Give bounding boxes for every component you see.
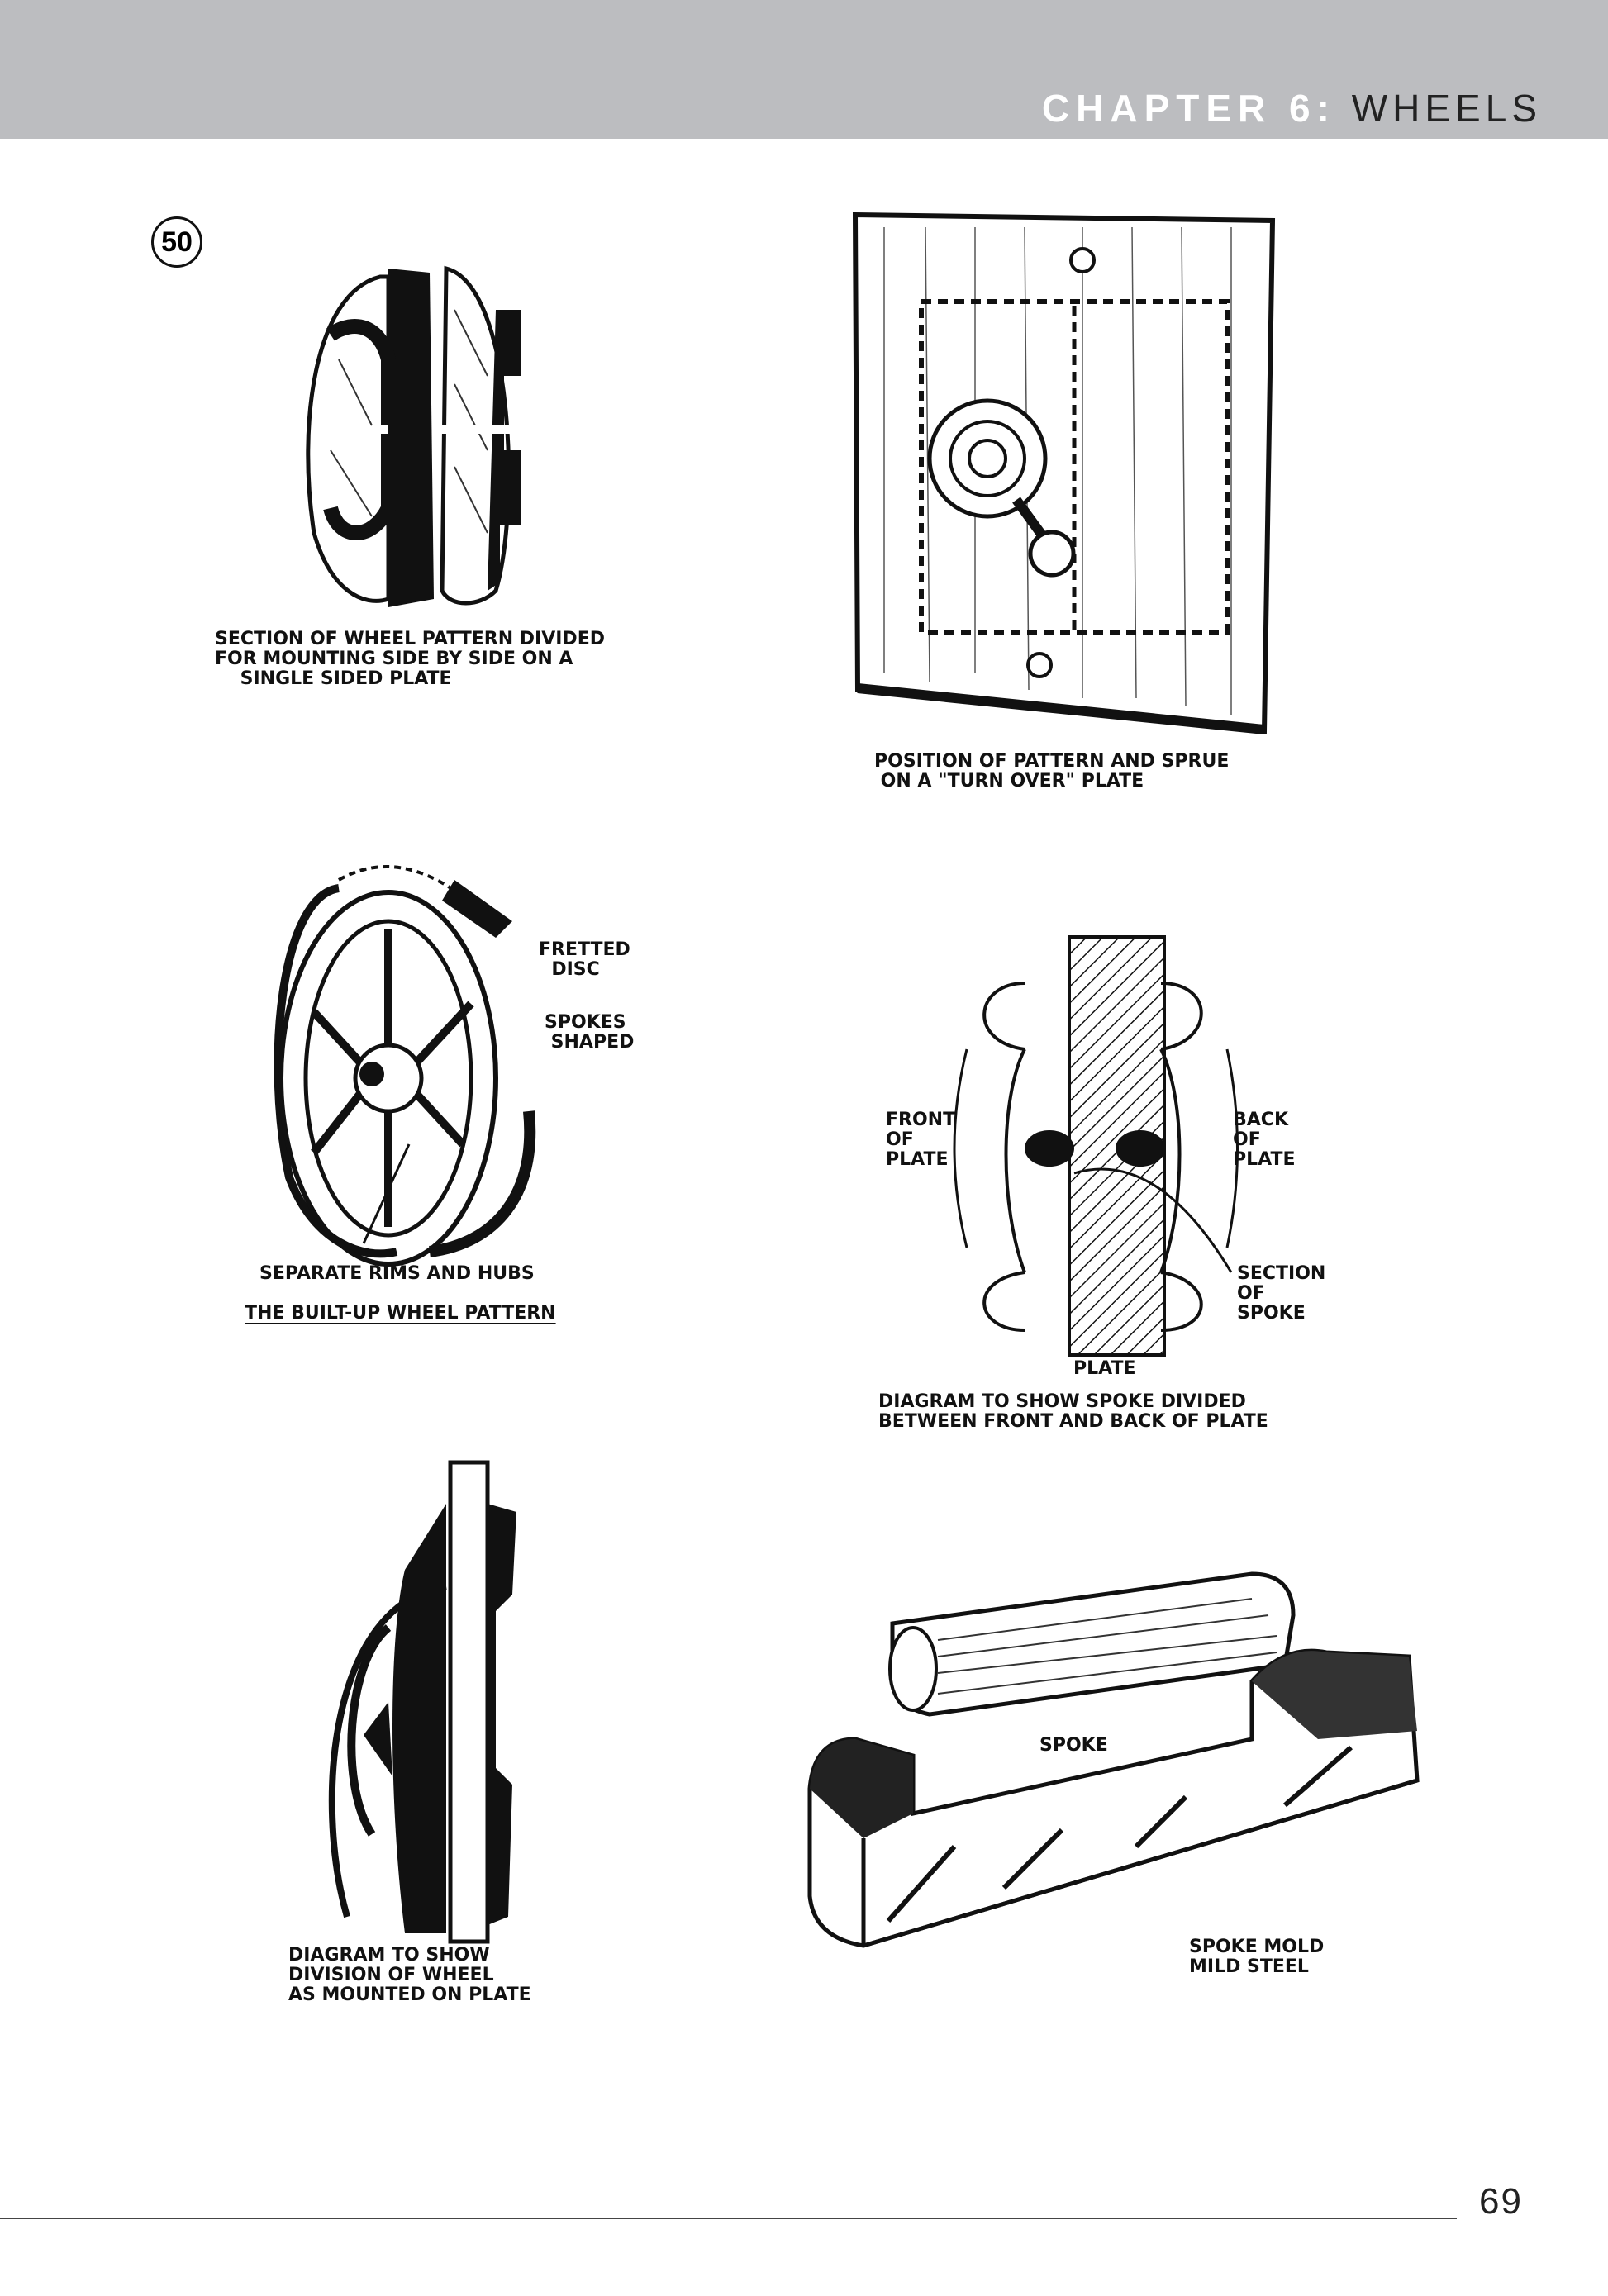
fretted-disc-label: FRETTED DISC [539, 939, 630, 980]
spoke-diagram-caption: DIAGRAM TO SHOW SPOKE DIVIDED BETWEEN FR… [878, 1391, 1268, 1432]
wheel-section-illustration [306, 265, 521, 607]
turnover-plate-illustration [852, 212, 1276, 734]
turnover-plate-caption: POSITION OF PATTERN AND SPRUE ON A "TURN… [874, 751, 1230, 791]
chapter-label: CHAPTER 6: [1041, 87, 1336, 130]
mounted-wheel-illustration [328, 1460, 516, 1944]
footer-rule [0, 2218, 1457, 2219]
wheel-section-caption: SECTION OF WHEEL PATTERN DIVIDED FOR MOU… [215, 629, 605, 689]
front-of-plate-label: FRONT OF PLATE [886, 1110, 956, 1170]
chapter-title: WHEELS [1351, 87, 1542, 130]
spokes-shaped-label: SPOKES SHAPED [545, 1012, 635, 1053]
plate-label: PLATE [1073, 1358, 1136, 1379]
spoke-division-diagram [953, 935, 1239, 1357]
section-of-spoke-label: SECTION OF SPOKE [1237, 1263, 1326, 1324]
separate-rims-label: SEPARATE RIMS AND HUBS [259, 1263, 535, 1284]
back-of-plate-label: BACK OF PLATE [1233, 1110, 1296, 1170]
page-number: 69 [1479, 2181, 1523, 2222]
mounted-wheel-caption: DIAGRAM TO SHOW DIVISION OF WHEEL AS MOU… [288, 1945, 531, 2005]
spoke-label: SPOKE [1039, 1735, 1108, 1756]
figure-number-badge: 50 [151, 216, 202, 268]
built-up-wheel-illustration [274, 865, 536, 1267]
built-up-wheel-title: THE BUILT-UP WHEEL PATTERN [245, 1303, 556, 1324]
spoke-mold-illustration [807, 1571, 1420, 1948]
chapter-heading: CHAPTER 6: WHEELS [1042, 89, 1542, 127]
spoke-mold-caption: SPOKE MOLD MILD STEEL [1189, 1937, 1325, 1977]
chapter-header-band: CHAPTER 6: WHEELS [0, 0, 1608, 139]
